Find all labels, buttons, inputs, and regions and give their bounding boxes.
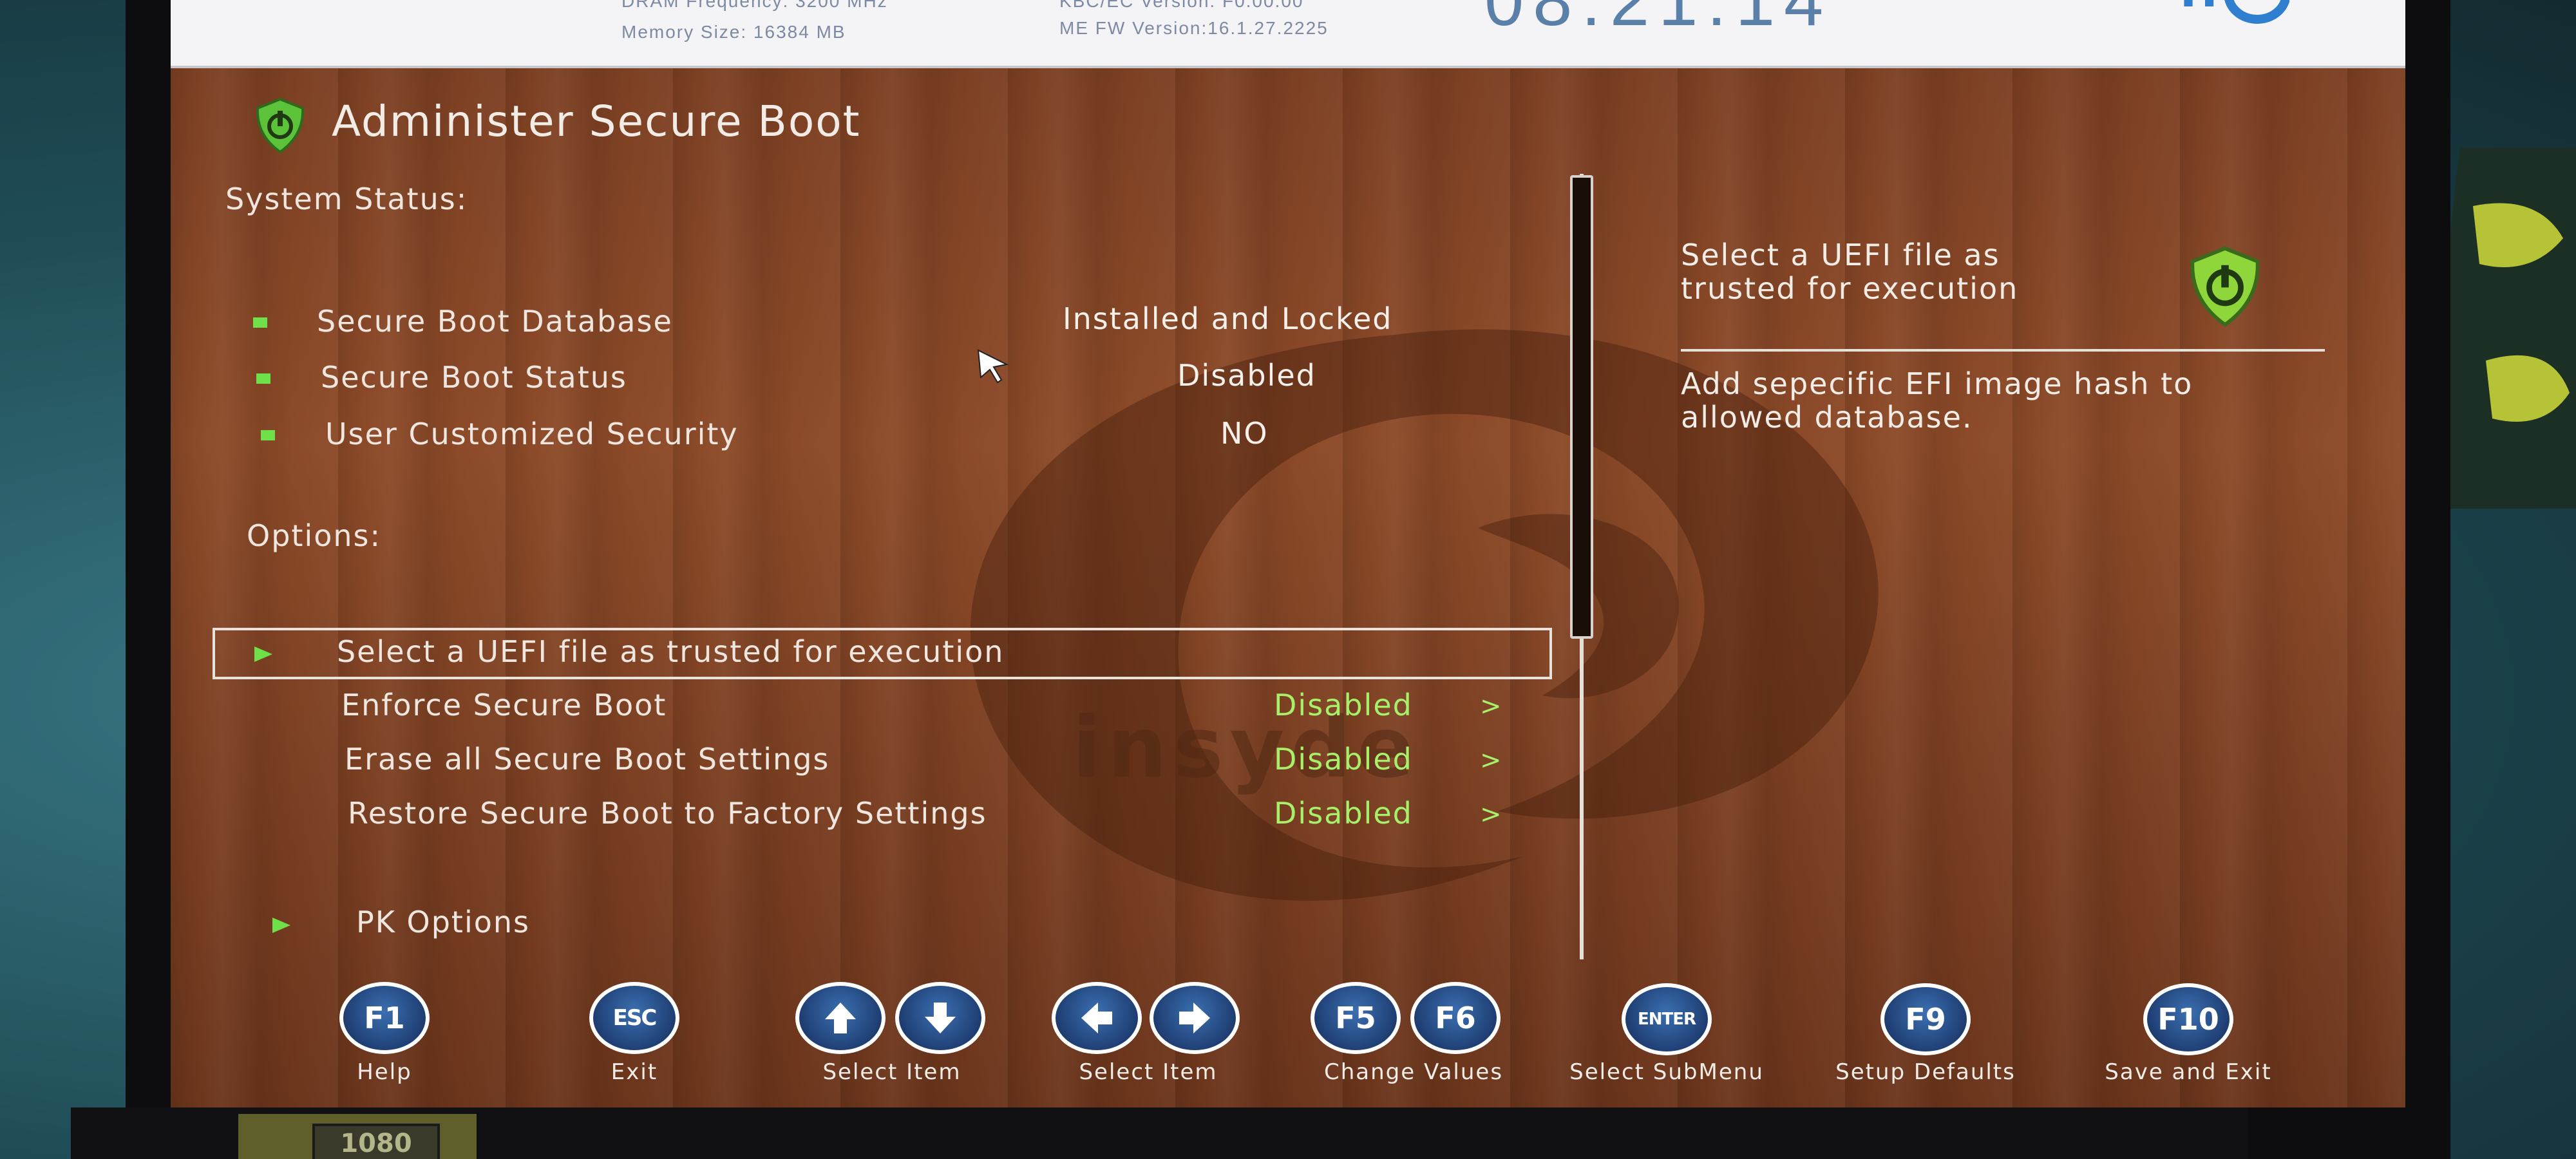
dram-frequency: DRAM Frequency: 3200 MHz bbox=[621, 0, 888, 11]
mouse-cursor-icon bbox=[977, 349, 1009, 384]
options-heading: Options: bbox=[247, 518, 381, 553]
selected-option-highlight[interactable] bbox=[213, 628, 1552, 679]
page-title: Administer Secure Boot bbox=[332, 97, 861, 146]
enter-key[interactable]: ENTER bbox=[1622, 983, 1712, 1055]
power-shield-icon bbox=[256, 97, 305, 154]
erase-secure-boot-settings-value[interactable]: Disabled bbox=[1274, 742, 1413, 777]
down-arrow-icon[interactable] bbox=[895, 982, 985, 1054]
chevron-right-icon: > bbox=[1480, 746, 1502, 775]
h2o-logo-icon: H bbox=[2180, 0, 2289, 24]
f5-key[interactable]: F5 bbox=[1311, 982, 1401, 1054]
left-arrow-glyph bbox=[1081, 1003, 1112, 1033]
restore-secure-boot-factory-value[interactable]: Disabled bbox=[1274, 796, 1413, 831]
f6-key[interactable]: F6 bbox=[1410, 982, 1501, 1054]
system-status-heading: System Status: bbox=[225, 182, 468, 216]
submenu-arrow-icon bbox=[254, 646, 272, 662]
option-enforce-secure-boot[interactable]: Enforce Secure Boot bbox=[341, 688, 667, 722]
status-bullet bbox=[256, 373, 270, 384]
bios-screen: DRAM Frequency: 3200 MHz Memory Size: 16… bbox=[171, 0, 2405, 1107]
help-title: Select a UEFI file as trusted for execut… bbox=[1681, 238, 2019, 306]
setup-defaults-caption: Setup Defaults bbox=[1835, 1059, 2016, 1085]
f10-key[interactable]: F10 bbox=[2143, 983, 2233, 1055]
svg-text:H: H bbox=[2180, 0, 2218, 17]
chevron-right-icon: > bbox=[1480, 692, 1502, 721]
status-bullet bbox=[261, 430, 275, 440]
select-item-caption: Select Item bbox=[822, 1059, 961, 1085]
secure-boot-database-label: Secure Boot Database bbox=[317, 304, 673, 339]
up-arrow-glyph bbox=[825, 1003, 856, 1033]
change-values-caption: Change Values bbox=[1323, 1059, 1504, 1085]
select-submenu-caption: Select SubMenu bbox=[1569, 1059, 1764, 1085]
secure-boot-status-label: Secure Boot Status bbox=[321, 360, 627, 395]
f1-caption: Help bbox=[357, 1059, 412, 1085]
me-fw-version: ME FW Version:16.1.27.2225 bbox=[1059, 18, 1329, 38]
down-arrow-glyph bbox=[925, 1003, 956, 1033]
option-restore-secure-boot-factory[interactable]: Restore Secure Boot to Factory Settings bbox=[348, 796, 987, 831]
info-bar: DRAM Frequency: 3200 MHz Memory Size: 16… bbox=[171, 0, 2405, 68]
save-and-exit-caption: Save and Exit bbox=[2105, 1059, 2272, 1085]
enforce-secure-boot-value[interactable]: Disabled bbox=[1274, 688, 1413, 722]
right-arrow-glyph bbox=[1179, 1003, 1210, 1033]
insyde-logo-watermark: insyde bbox=[1072, 699, 1421, 796]
user-customized-security-value: NO bbox=[1220, 416, 1269, 451]
help-divider bbox=[1681, 349, 2325, 352]
secure-boot-database-value: Installed and Locked bbox=[1063, 301, 1393, 336]
memory-size: Memory Size: 16384 MB bbox=[621, 22, 846, 42]
esc-caption: Exit bbox=[611, 1059, 658, 1085]
f9-key[interactable]: F9 bbox=[1880, 983, 1971, 1055]
insyde-swirl-watermark bbox=[970, 329, 1879, 901]
select-item-caption-2: Select Item bbox=[1079, 1059, 1218, 1085]
right-arrow-icon[interactable] bbox=[1150, 982, 1240, 1054]
up-arrow-icon[interactable] bbox=[795, 982, 886, 1054]
clock: 08:21:14 bbox=[1484, 0, 1833, 41]
left-arrow-icon[interactable] bbox=[1052, 982, 1142, 1054]
help-description: Add sepecific EFI image hash to allowed … bbox=[1681, 366, 2193, 435]
esc-key[interactable]: ESC bbox=[589, 982, 679, 1054]
power-shield-icon bbox=[2190, 246, 2260, 327]
secure-boot-status-value: Disabled bbox=[1177, 358, 1316, 393]
option-select-uefi-file[interactable]: Select a UEFI file as trusted for execut… bbox=[337, 634, 1005, 669]
option-erase-secure-boot-settings[interactable]: Erase all Secure Boot Settings bbox=[345, 742, 830, 777]
option-pk-options[interactable]: PK Options bbox=[356, 905, 531, 939]
sticker-label: 1080 bbox=[312, 1124, 440, 1159]
chevron-right-icon: > bbox=[1480, 800, 1502, 829]
ec-version: KBC/EC Version: F0.00.00 bbox=[1059, 0, 1304, 11]
status-bullet bbox=[253, 317, 267, 328]
scrollbar-thumb[interactable] bbox=[1570, 175, 1593, 639]
f1-key[interactable]: F1 bbox=[339, 982, 430, 1054]
submenu-arrow-icon bbox=[272, 918, 290, 933]
user-customized-security-label: User Customized Security bbox=[325, 417, 739, 451]
background-object bbox=[2443, 148, 2576, 509]
